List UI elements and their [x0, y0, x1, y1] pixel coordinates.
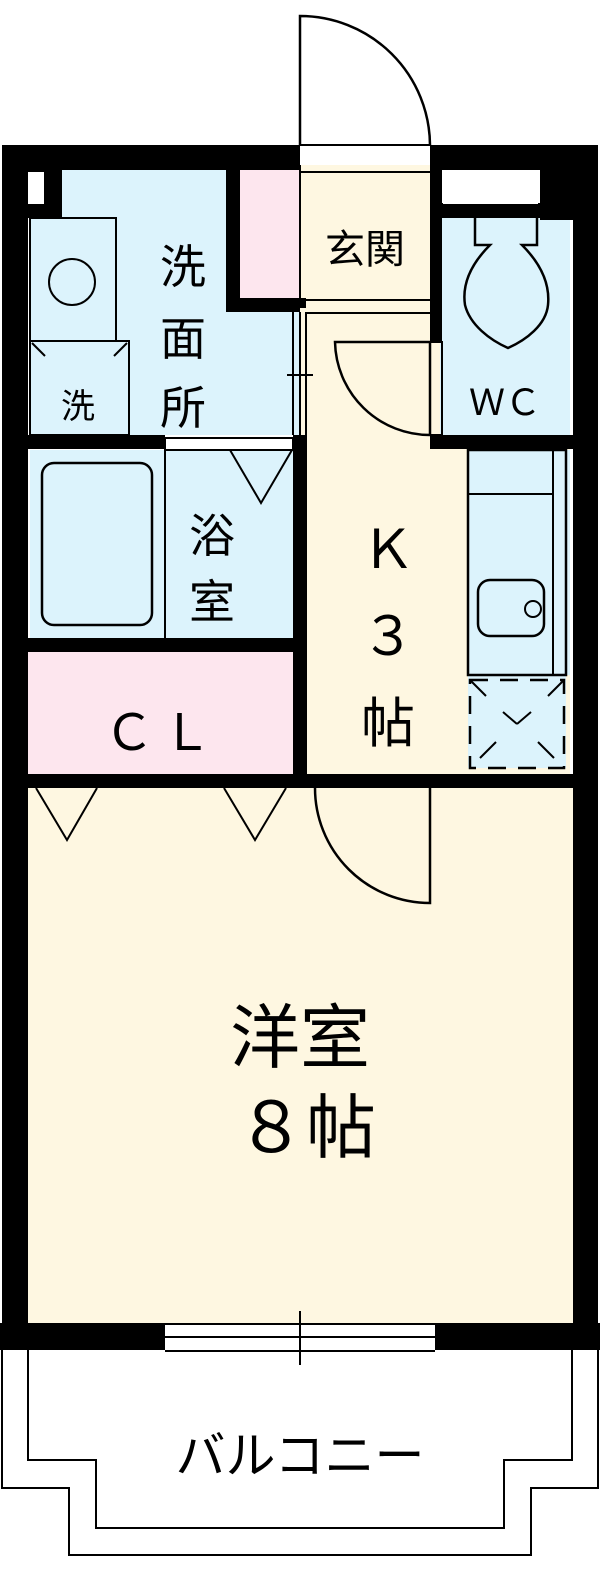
shaft: [28, 172, 44, 204]
washing-machine-area: [29, 340, 130, 436]
closet-label: ＣＬ: [104, 704, 220, 762]
wall: [430, 170, 442, 342]
kitchen-counter-area: [468, 450, 570, 675]
kitchen-label: ３: [361, 605, 415, 668]
wall: [430, 435, 573, 449]
balcony-label: バルコニー: [176, 1427, 425, 1485]
shoe-storage-area: [240, 170, 300, 300]
bathtub-icon: [40, 461, 154, 627]
wall: [2, 145, 28, 1350]
western-room-label: ８帖: [236, 1087, 376, 1169]
balcony-railing: [1, 1350, 599, 1556]
bathroom-label: 浴: [189, 509, 235, 563]
washroom-label: 洗: [160, 240, 206, 294]
toilet-label: ＷＣ: [469, 383, 541, 424]
wall: [226, 170, 240, 312]
room-door-swing-icon: [313, 787, 432, 905]
entrance-door-swing-icon: [298, 14, 432, 146]
washbasin-icon: [48, 258, 96, 306]
kitchen-label: Ｋ: [361, 518, 415, 581]
balcony-outline: [27, 1350, 573, 1529]
wall: [28, 435, 165, 449]
western-room-area: [28, 788, 573, 1323]
toilet-door-swing-icon: [333, 340, 432, 437]
wall: [293, 435, 307, 785]
shaft: [443, 172, 538, 204]
wall: [2, 145, 300, 170]
wall: [226, 298, 300, 312]
toilet-area: [440, 215, 570, 435]
wall: [573, 145, 598, 1350]
kitchen-sink-icon: [476, 578, 546, 638]
washroom-label: 面: [160, 312, 206, 366]
bathroom-area: [30, 450, 295, 638]
entrance-label: 玄関: [325, 227, 405, 273]
bathroom-door-icon: [229, 449, 293, 505]
wall: [28, 638, 295, 652]
western-room-label: 洋室: [230, 997, 370, 1079]
entrance-area: [300, 165, 430, 300]
wall: [442, 203, 573, 218]
closet-door-right-icon: [223, 787, 287, 842]
wall: [430, 145, 598, 170]
wall: [292, 298, 306, 308]
entrance-door-threshold: [300, 145, 430, 165]
fridge-space-icon: [468, 678, 566, 770]
closet-door-left-icon: [35, 787, 98, 842]
kitchen-label: 帖: [361, 692, 415, 755]
closet-area: [28, 652, 295, 774]
toilet-icon: [463, 218, 550, 350]
washroom-label: 所: [160, 381, 206, 435]
wall: [28, 774, 573, 788]
washer-label: 洗: [61, 387, 95, 427]
bathroom-label: 室: [189, 575, 235, 629]
